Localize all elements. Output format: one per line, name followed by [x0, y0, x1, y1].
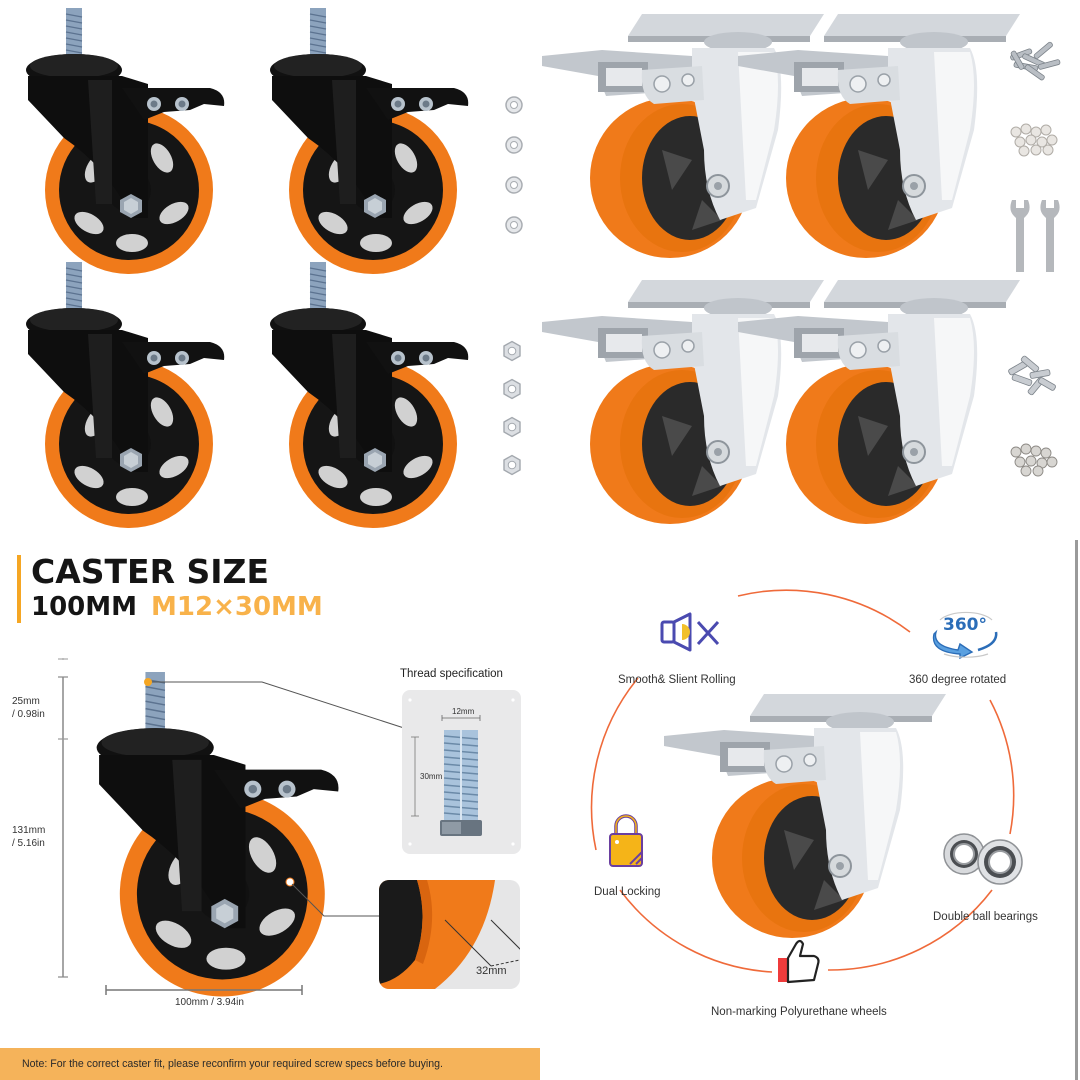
stem-height-label: 25mm / 0.98in: [12, 696, 45, 720]
hex-nuts-icon: [503, 340, 521, 476]
wheel-diameter: 100MM: [31, 592, 138, 622]
thread-size: M12×30MM: [151, 592, 323, 622]
note-text: Note: For the correct caster fit, please…: [22, 1058, 443, 1070]
bolts-icon: [1008, 355, 1056, 396]
bolt-icon: [408, 698, 515, 846]
black-caster-image: [269, 7, 469, 275]
caster-size-values: 100MM M12×30MM: [31, 592, 323, 622]
lock-icon: [609, 814, 643, 867]
caster-size-title: CASTER SIZE: [31, 552, 269, 591]
feature-label: 360 degree rotated: [909, 674, 1007, 686]
title-accent-bar: [17, 555, 21, 623]
black-caster-group: [0, 0, 540, 540]
thread-spec-card: 12mm 30mm: [402, 690, 521, 854]
screws-icon: [1010, 41, 1061, 81]
feature-label: Non-marking Polyurethane wheels: [711, 1006, 887, 1018]
svg-text:360°: 360°: [943, 615, 987, 635]
feature-item: [608, 812, 644, 868]
black-caster-image: [25, 261, 225, 529]
speaker-mute-icon: [660, 612, 720, 652]
total-height-label: 131mm / 5.16in: [12, 825, 46, 849]
black-caster-image: [269, 261, 469, 529]
caster-feature-image: [663, 693, 947, 939]
silver-caster-group: [540, 0, 1080, 540]
feature-label: Dual Locking: [594, 886, 661, 898]
width-dimension-line: [105, 985, 303, 995]
feature-item: 360°: [930, 598, 1002, 660]
nuts-pile-icon: [1010, 443, 1058, 477]
thread-length-label: 30mm: [420, 772, 443, 781]
feature-label: Smooth& Slient Rolling: [618, 674, 736, 686]
tread-width-label: 32mm: [476, 965, 507, 977]
feature-item: [660, 612, 724, 654]
height-dimension-line: [58, 658, 68, 978]
black-caster-image: [25, 7, 225, 275]
thread-spec-title: Thread specification: [400, 668, 503, 680]
feature-item: [776, 938, 822, 984]
wrench-icon: [1010, 200, 1060, 272]
tread-width-card: 32mm: [379, 880, 520, 989]
silver-caster-image: [737, 13, 1021, 259]
wheel-width-label: 100mm / 3.94in: [175, 997, 244, 1008]
rotate-360-icon: 360°: [932, 611, 998, 660]
feature-label: Double ball bearings: [933, 911, 1038, 923]
wheel-tread-detail: [379, 880, 520, 989]
thread-diameter-label: 12mm: [452, 707, 475, 716]
right-border: [1075, 540, 1078, 1080]
note-banner: [0, 1048, 540, 1080]
thumbs-up-icon: [778, 939, 820, 984]
washers-icon: [505, 96, 523, 234]
silver-caster-image: [737, 279, 1021, 525]
washers-pile-icon: [1010, 123, 1058, 157]
ball-bearing-icon: [943, 833, 1023, 885]
callout-lines: [144, 678, 405, 917]
feature-circle: [590, 589, 1015, 973]
feature-item: [942, 832, 1032, 886]
